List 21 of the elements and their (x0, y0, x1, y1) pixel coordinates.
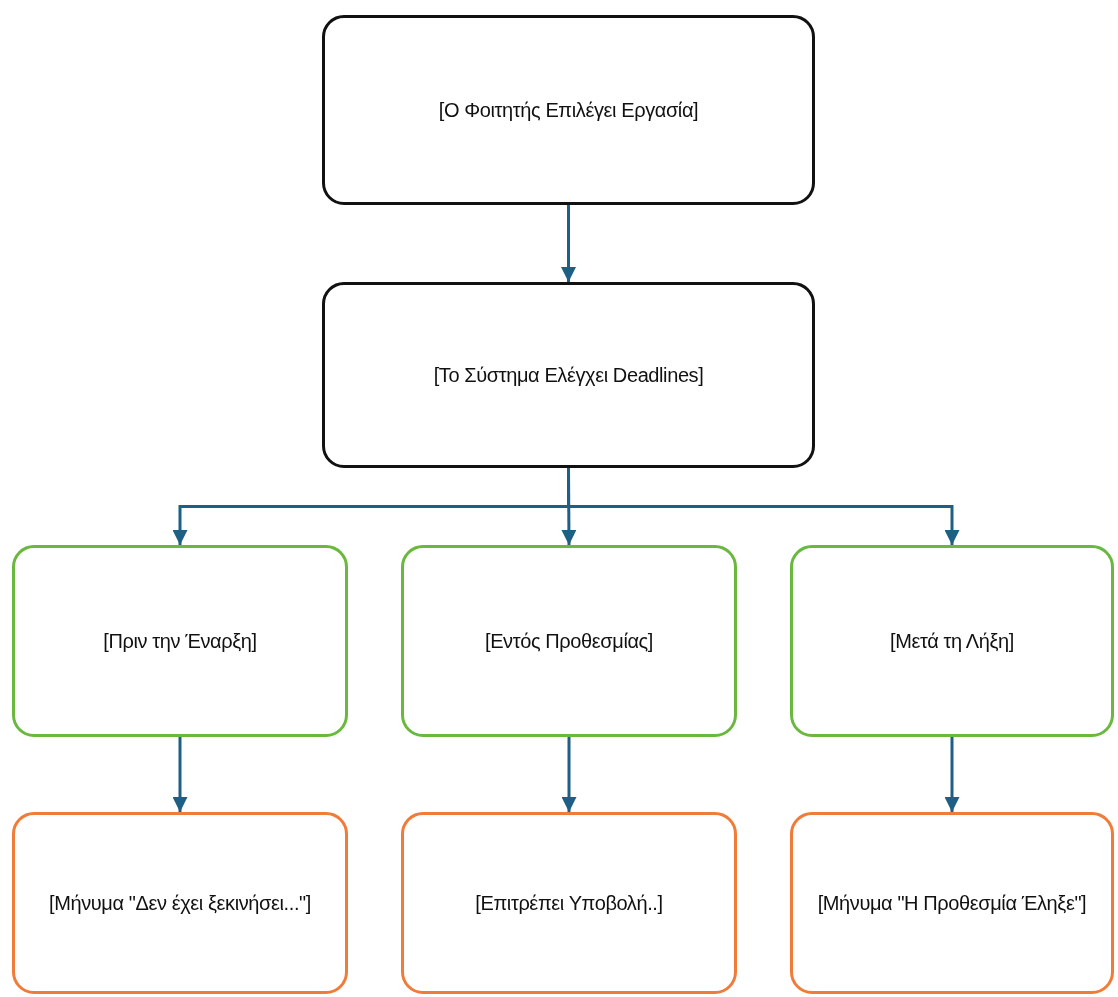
box-label: [Μετά τη Λήξη] (890, 628, 1014, 654)
process-box (322, 282, 815, 468)
process-box (322, 15, 815, 205)
box-label: [Μήνυμα "Δεν έχει ξεκινήσει..."] (49, 890, 311, 916)
arrow (944, 737, 960, 812)
box-label: [Μήνυμα "Η Προθεσμία Έληξε"] (817, 890, 1087, 916)
process-box (12, 545, 348, 737)
process-box (790, 812, 1114, 994)
arrow (172, 737, 188, 812)
arrow (561, 205, 576, 282)
box-label: [Πριν την Έναρξη] (103, 628, 257, 654)
process-box (12, 812, 348, 994)
process-box (401, 545, 737, 737)
box-label: [Ο Φοιτητής Επιλέγει Εργασία] (438, 97, 699, 123)
arrow (567, 468, 960, 545)
box-label: [Το Σύστημα Ελέγχει Deadlines] (433, 362, 704, 388)
box-label: [Εντός Προθεσμίας] (485, 628, 653, 654)
box-label: [Επιτρέπει Υποβολή..] (475, 890, 663, 916)
arrow (561, 737, 577, 812)
process-box (790, 545, 1114, 737)
process-box (401, 812, 737, 994)
